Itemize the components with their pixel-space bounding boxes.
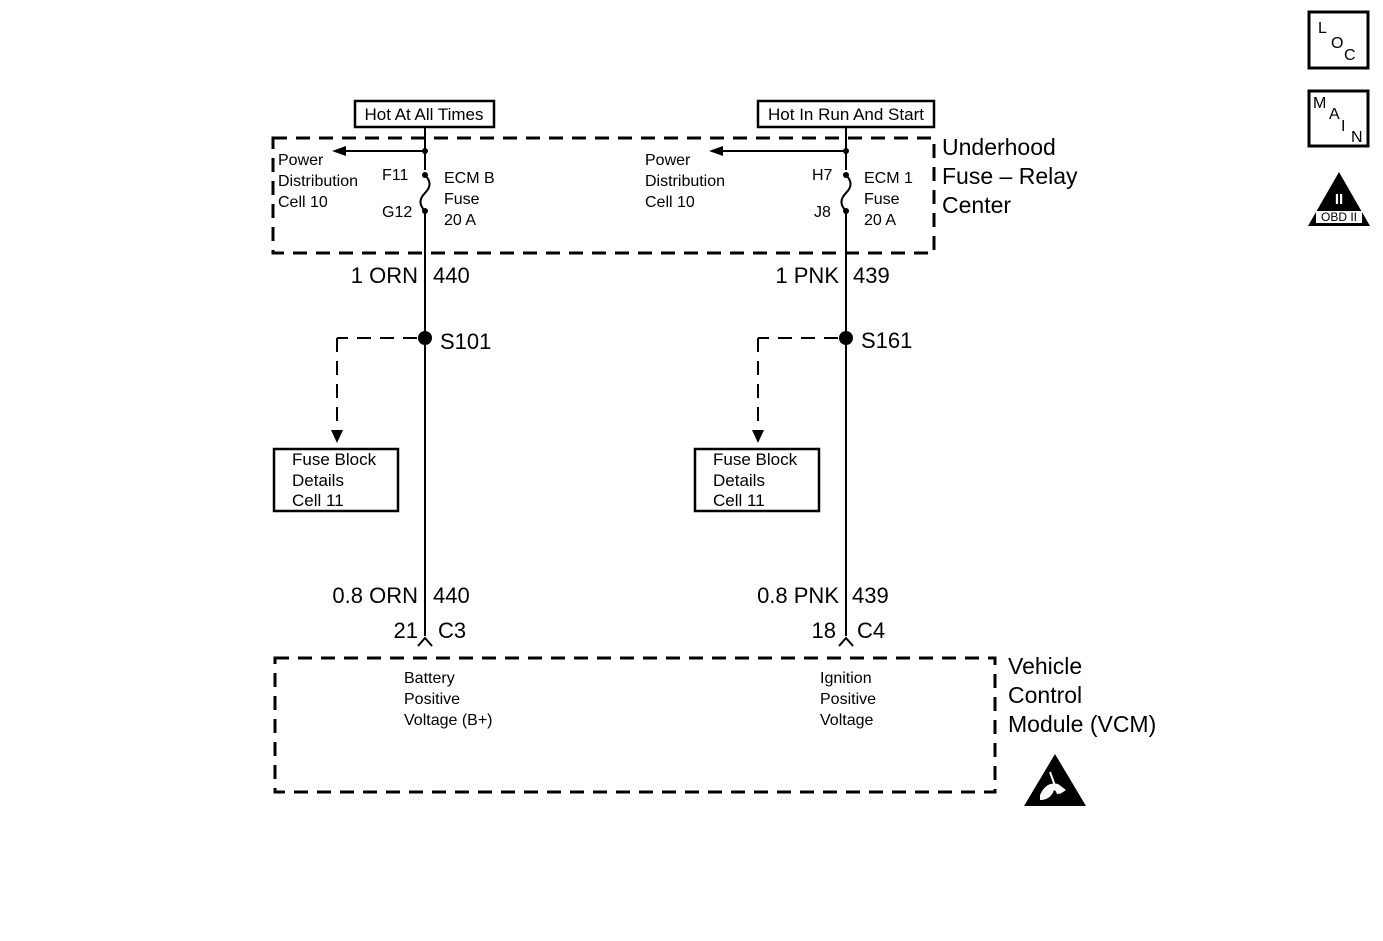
right-pin-bottom: J8 <box>814 204 831 221</box>
left-pin-top: F11 <box>382 167 408 184</box>
svg-text:M: M <box>1313 95 1326 112</box>
loc-icon[interactable]: L O C <box>1307 10 1370 70</box>
connector-c4-icon <box>838 636 854 647</box>
svg-text:Center: Center <box>942 192 1011 218</box>
hot-at-all-times-box <box>353 99 496 129</box>
svg-text:A: A <box>1329 106 1340 123</box>
right-wire1-circuit: 439 <box>853 263 890 288</box>
svg-text:Fuse Block: Fuse Block <box>292 450 377 469</box>
svg-text:Cell 10: Cell 10 <box>645 194 695 211</box>
svg-text:Details: Details <box>713 471 765 490</box>
svg-text:Distribution: Distribution <box>278 173 358 190</box>
svg-text:Fuse: Fuse <box>444 191 480 208</box>
splice-s161 <box>839 331 853 345</box>
svg-text:Voltage: Voltage <box>820 712 873 729</box>
obd-ii-icon[interactable]: II OBD II <box>1308 172 1370 226</box>
left-fuse-block-box[interactable] <box>272 447 400 513</box>
esd-warning-icon <box>1024 754 1086 806</box>
left-wire2-color: 0.8 ORN <box>332 583 418 608</box>
svg-text:Cell 10: Cell 10 <box>278 194 328 211</box>
right-wire2-color: 0.8 PNK <box>757 583 839 608</box>
right-fuse-label: ECM 1 <box>864 170 913 187</box>
left-pin-bottom: G12 <box>382 204 412 221</box>
connector-c3-icon <box>417 636 433 647</box>
vcm-box <box>273 656 997 794</box>
right-circuit <box>709 127 854 647</box>
svg-text:Voltage (B+): Voltage (B+) <box>404 712 493 729</box>
right-fuse-block-box[interactable] <box>693 447 821 513</box>
svg-text:L: L <box>1318 20 1327 37</box>
right-wire1-color: 1 PNK <box>775 263 839 288</box>
svg-text:O: O <box>1331 35 1343 52</box>
left-circuit <box>331 127 433 647</box>
svg-text:N: N <box>1351 129 1363 146</box>
arrow-left-icon <box>709 146 723 156</box>
arrow-left-icon <box>332 146 346 156</box>
right-pin-top: H7 <box>812 167 833 184</box>
svg-text:I: I <box>1341 118 1345 135</box>
left-wire1-color: 1 ORN <box>351 263 418 288</box>
left-vcm-label: Battery <box>404 670 455 687</box>
main-icon[interactable]: M A I N <box>1307 89 1370 148</box>
left-connector: C3 <box>438 618 466 643</box>
left-pin-number: 21 <box>394 618 418 643</box>
right-splice-label: S161 <box>861 328 912 353</box>
svg-text:Fuse: Fuse <box>864 191 900 208</box>
svg-text:Cell 11: Cell 11 <box>713 491 765 510</box>
right-wire2-circuit: 439 <box>852 583 889 608</box>
svg-text:Details: Details <box>292 471 344 490</box>
right-pin-number: 18 <box>812 618 836 643</box>
svg-text:Fuse Block: Fuse Block <box>713 450 798 469</box>
svg-text:C: C <box>1344 47 1356 64</box>
splice-s101 <box>418 331 432 345</box>
fuse-icon <box>840 174 852 212</box>
svg-text:20 A: 20 A <box>864 212 896 229</box>
svg-text:OBD II: OBD II <box>1321 210 1357 224</box>
svg-text:II: II <box>1335 191 1343 208</box>
svg-text:Cell 11: Cell 11 <box>292 491 344 510</box>
svg-text:Fuse – Relay: Fuse – Relay <box>942 163 1078 189</box>
fuse-icon <box>419 174 431 212</box>
left-splice-label: S101 <box>440 329 491 354</box>
svg-text:Positive: Positive <box>820 691 876 708</box>
arrow-down-icon <box>331 430 343 443</box>
hot-in-run-label: Hot In Run And Start <box>768 105 924 124</box>
right-pdc-label: Power <box>645 152 691 169</box>
left-wire2-circuit: 440 <box>433 583 470 608</box>
relay-center-label: Underhood <box>942 134 1056 160</box>
underhood-fuse-relay-center-box <box>271 136 936 255</box>
svg-text:Module (VCM): Module (VCM) <box>1008 711 1156 737</box>
arrow-down-icon <box>752 430 764 443</box>
svg-text:Positive: Positive <box>404 691 460 708</box>
hot-at-all-times-label: Hot At All Times <box>364 105 483 124</box>
left-pdc-label: Power <box>278 152 324 169</box>
left-wire1-circuit: 440 <box>433 263 470 288</box>
left-fuse-label: ECM B <box>444 170 495 187</box>
svg-text:20 A: 20 A <box>444 212 476 229</box>
right-vcm-label: Ignition <box>820 670 872 687</box>
vcm-title: Vehicle <box>1008 653 1082 679</box>
right-connector: C4 <box>857 618 885 643</box>
svg-text:Control: Control <box>1008 682 1082 708</box>
svg-text:Distribution: Distribution <box>645 173 725 190</box>
